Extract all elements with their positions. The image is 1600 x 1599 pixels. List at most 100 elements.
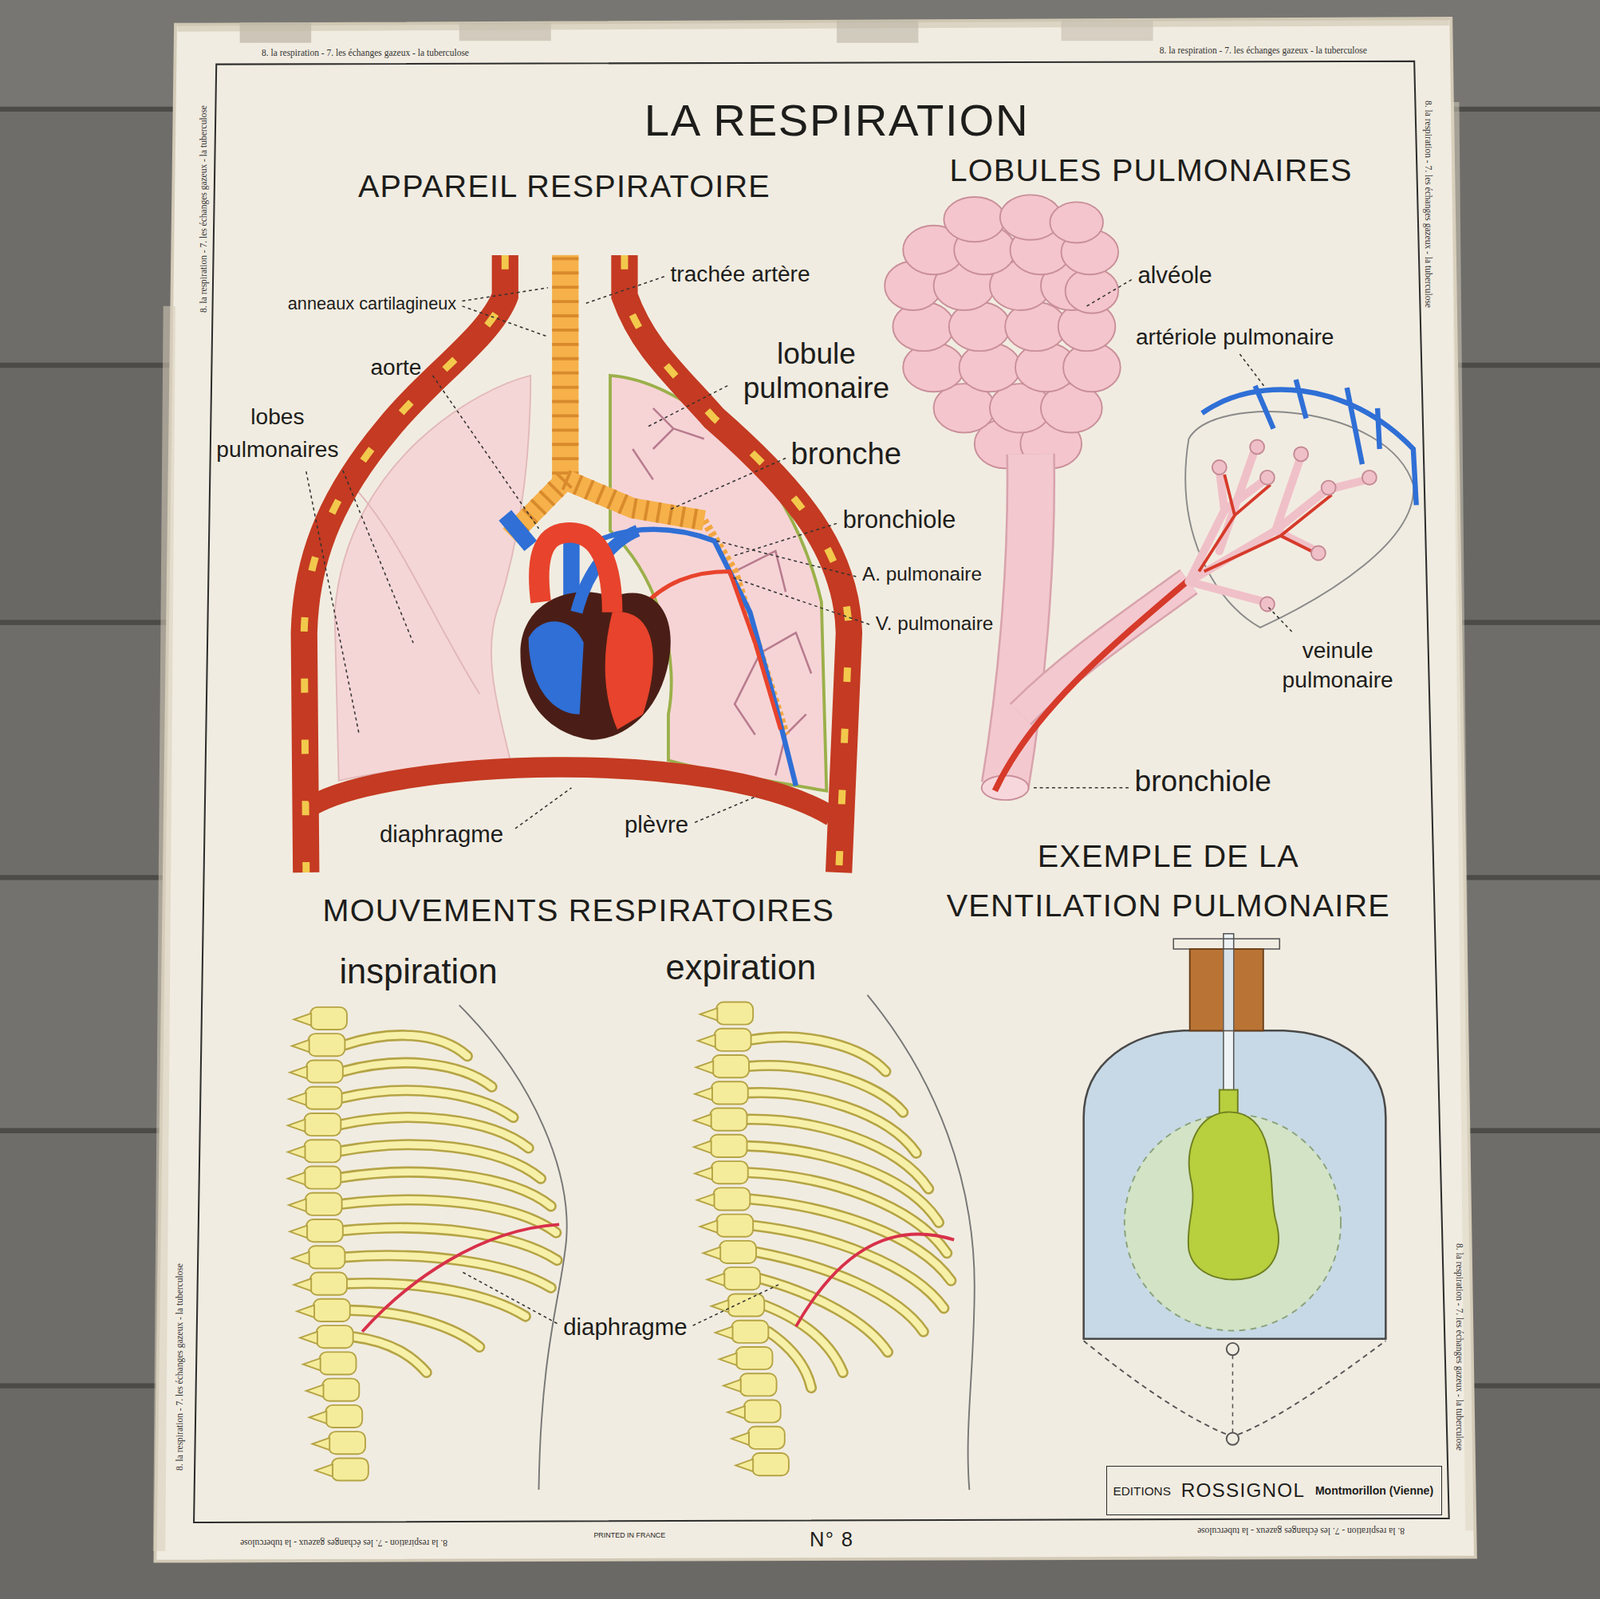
vertebra [700,1001,754,1025]
left-lung [334,375,532,781]
pulmonary-lobule [1321,480,1336,496]
part-label: A. pulmonaire [862,563,982,586]
leader-line [462,287,548,302]
leader-line [693,1284,781,1326]
part-label: bronchiole [843,506,957,535]
part-label: trachée artère [670,261,811,288]
bell-jar [1173,938,1280,950]
poster-sheet [1061,20,1154,42]
bell-jar [1226,1343,1239,1356]
phase-heading: inspiration [338,951,497,992]
section-heading: LOBULES PULMONAIRES [949,152,1353,190]
trachea [551,255,579,485]
leader-line [306,276,1293,1326]
vertebra [696,1055,750,1078]
poster-frame [193,61,1450,1523]
vertebra [289,1060,343,1083]
respiratory-system [303,255,849,873]
leader-line [1032,787,1129,789]
leader-line [515,788,572,829]
poster-title: LA RESPIRATION [644,94,1029,147]
margin-note: 8. la respiration - 7. les échanges gaze… [1454,1243,1465,1451]
leader-line [432,375,539,529]
publisher-box: EDITIONSROSSIGNOLMontmorillon (Vienne) [1106,1466,1443,1516]
vertebra [700,1214,754,1238]
part-label: veinule pulmonaire [1274,637,1401,696]
vertebra [287,1139,342,1163]
part-label: artériole pulmonaire [1135,324,1335,351]
bronchi-rings [510,479,705,536]
leader-line [462,306,548,337]
poster-sheet [240,22,312,44]
pulmonary-lobule [981,775,1029,800]
leader-line [733,577,870,625]
pulmonary-lobule [884,194,1417,800]
part-label: V. pulmonaire [875,612,994,635]
vertebra [707,1267,761,1290]
leader-line [342,470,414,643]
left-lung-fissure [346,479,480,694]
vertebra [731,1426,785,1450]
leader-line [716,540,856,577]
publisher-text: EDITIONS [1112,1484,1171,1499]
part-label: bronchiole [1134,763,1272,798]
heart [520,591,670,740]
leader-line [461,1271,557,1324]
pulmonary-lobule [1260,597,1275,612]
rib [746,1036,951,1388]
section-heading: MOUVEMENTS RESPIRATOIRES [323,893,836,931]
bell-jar [1083,933,1387,1446]
vertebra [299,1325,354,1348]
margin-note: 8. la respiration - 7. les échanges gaze… [261,47,469,59]
vertebra [306,1379,360,1402]
section-heading: APPAREIL RESPIRATOIRE [358,168,771,205]
pulmonary-lobule [994,571,1199,792]
leader-line [694,796,757,823]
vertebra [711,1293,765,1317]
bell-jar [1223,949,1234,1031]
poster-sheet [154,18,1475,1562]
vertebra [694,1081,749,1104]
vertebra [291,1033,346,1057]
pulmonary-lobule [1362,470,1377,485]
poster-sheet [177,21,1450,28]
leader-line [306,471,360,735]
poster-sheet [154,18,1475,1562]
leader-line [583,276,665,305]
vertebra [697,1028,752,1052]
vertebra [697,1187,751,1210]
leader-line [1267,606,1293,632]
part-label: lobule pulmonaire [733,336,900,405]
bronchi [510,479,705,536]
vertebra [723,1373,777,1396]
poster-sheet [459,22,552,41]
leader-line [1239,354,1266,388]
vertebra [735,1453,789,1476]
bronchial-tree [632,408,812,777]
pulmonary-lobule [1249,439,1265,454]
margin-note: 8. la respiration - 7. les échanges gaze… [1197,1525,1405,1536]
vertebra [702,1241,757,1264]
print-note: PRINTED IN FRANCE [593,1531,666,1540]
part-label: diaphragme [563,1313,687,1341]
vertebra [287,1113,342,1136]
vertebra [693,1134,748,1158]
part-label: aorte [370,354,422,380]
phase-heading: expiration [666,947,817,988]
bell-jar [1083,1030,1387,1339]
bell-jar [1188,1111,1279,1280]
pulmonary-lobule [1188,449,1368,603]
vertebra [289,1219,343,1242]
vertebra [315,1458,369,1481]
vertebra [293,1272,347,1296]
pulmonary-lobule [884,194,1121,469]
margin-note: 8. la respiration - 7. les échanges gaze… [175,1263,186,1471]
section-heading: EXEMPLE DE LA VENTILATION PULMONAIRE [933,831,1403,931]
vertebra [727,1399,781,1423]
bell-jar [1223,933,1234,1092]
margin-note: 8. la respiration - 7. les échanges gaze… [1422,100,1433,308]
vertebra [715,1320,769,1344]
